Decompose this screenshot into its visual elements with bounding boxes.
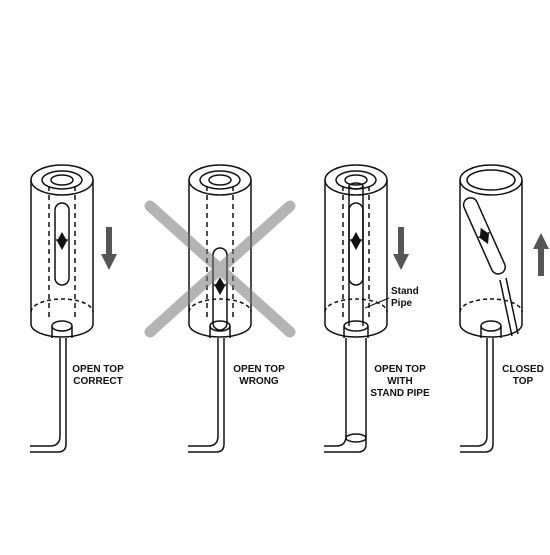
- caption-line-2: WRONG: [239, 376, 279, 387]
- outlet-collar: [343, 320, 369, 338]
- panel-closed-top: CLOSED TOP: [459, 164, 549, 453]
- outlet-collar: [480, 320, 502, 338]
- outer-cylinder: [30, 164, 94, 338]
- panel-open-top-wrong: OPEN TOP WRONG: [144, 164, 296, 453]
- callout-line-1: Stand: [391, 286, 419, 297]
- outer-cylinder: [459, 164, 523, 338]
- drain-pipe: [460, 338, 494, 453]
- cross-out-icon: [144, 200, 296, 338]
- arrow-up-icon: [533, 233, 549, 276]
- caption-line-2: TOP: [513, 376, 534, 387]
- outer-cylinder: [324, 164, 388, 338]
- panel-open-top-correct: OPEN TOP CORRECT: [30, 164, 124, 453]
- float-tube: [212, 247, 228, 331]
- callout-line-2: Pipe: [391, 298, 413, 309]
- callout-leader: [364, 297, 390, 309]
- arrow-down-icon: [101, 227, 117, 270]
- float-tube: [348, 202, 364, 286]
- caption-line-1: OPEN TOP: [374, 364, 426, 375]
- caption-line-3: STAND PIPE: [370, 388, 430, 399]
- arrow-down-icon: [393, 227, 409, 270]
- drain-pipe: [30, 338, 67, 453]
- tilted-float-tube: [462, 197, 519, 337]
- drain-pipe: [324, 338, 367, 453]
- caption-line-1: CLOSED: [502, 364, 544, 375]
- caption-line-2: CORRECT: [73, 376, 122, 387]
- caption-line-1: OPEN TOP: [72, 364, 124, 375]
- panel-open-top-stand-pipe: Stand Pipe OPEN TOP WITH STAND PIPE: [324, 164, 430, 453]
- caption-line-1: OPEN TOP: [233, 364, 285, 375]
- outlet-collar: [209, 320, 231, 338]
- drain-pipe: [188, 338, 225, 453]
- float-tube: [54, 202, 70, 286]
- caption-line-2: WITH: [387, 376, 413, 387]
- outlet-collar: [51, 320, 73, 338]
